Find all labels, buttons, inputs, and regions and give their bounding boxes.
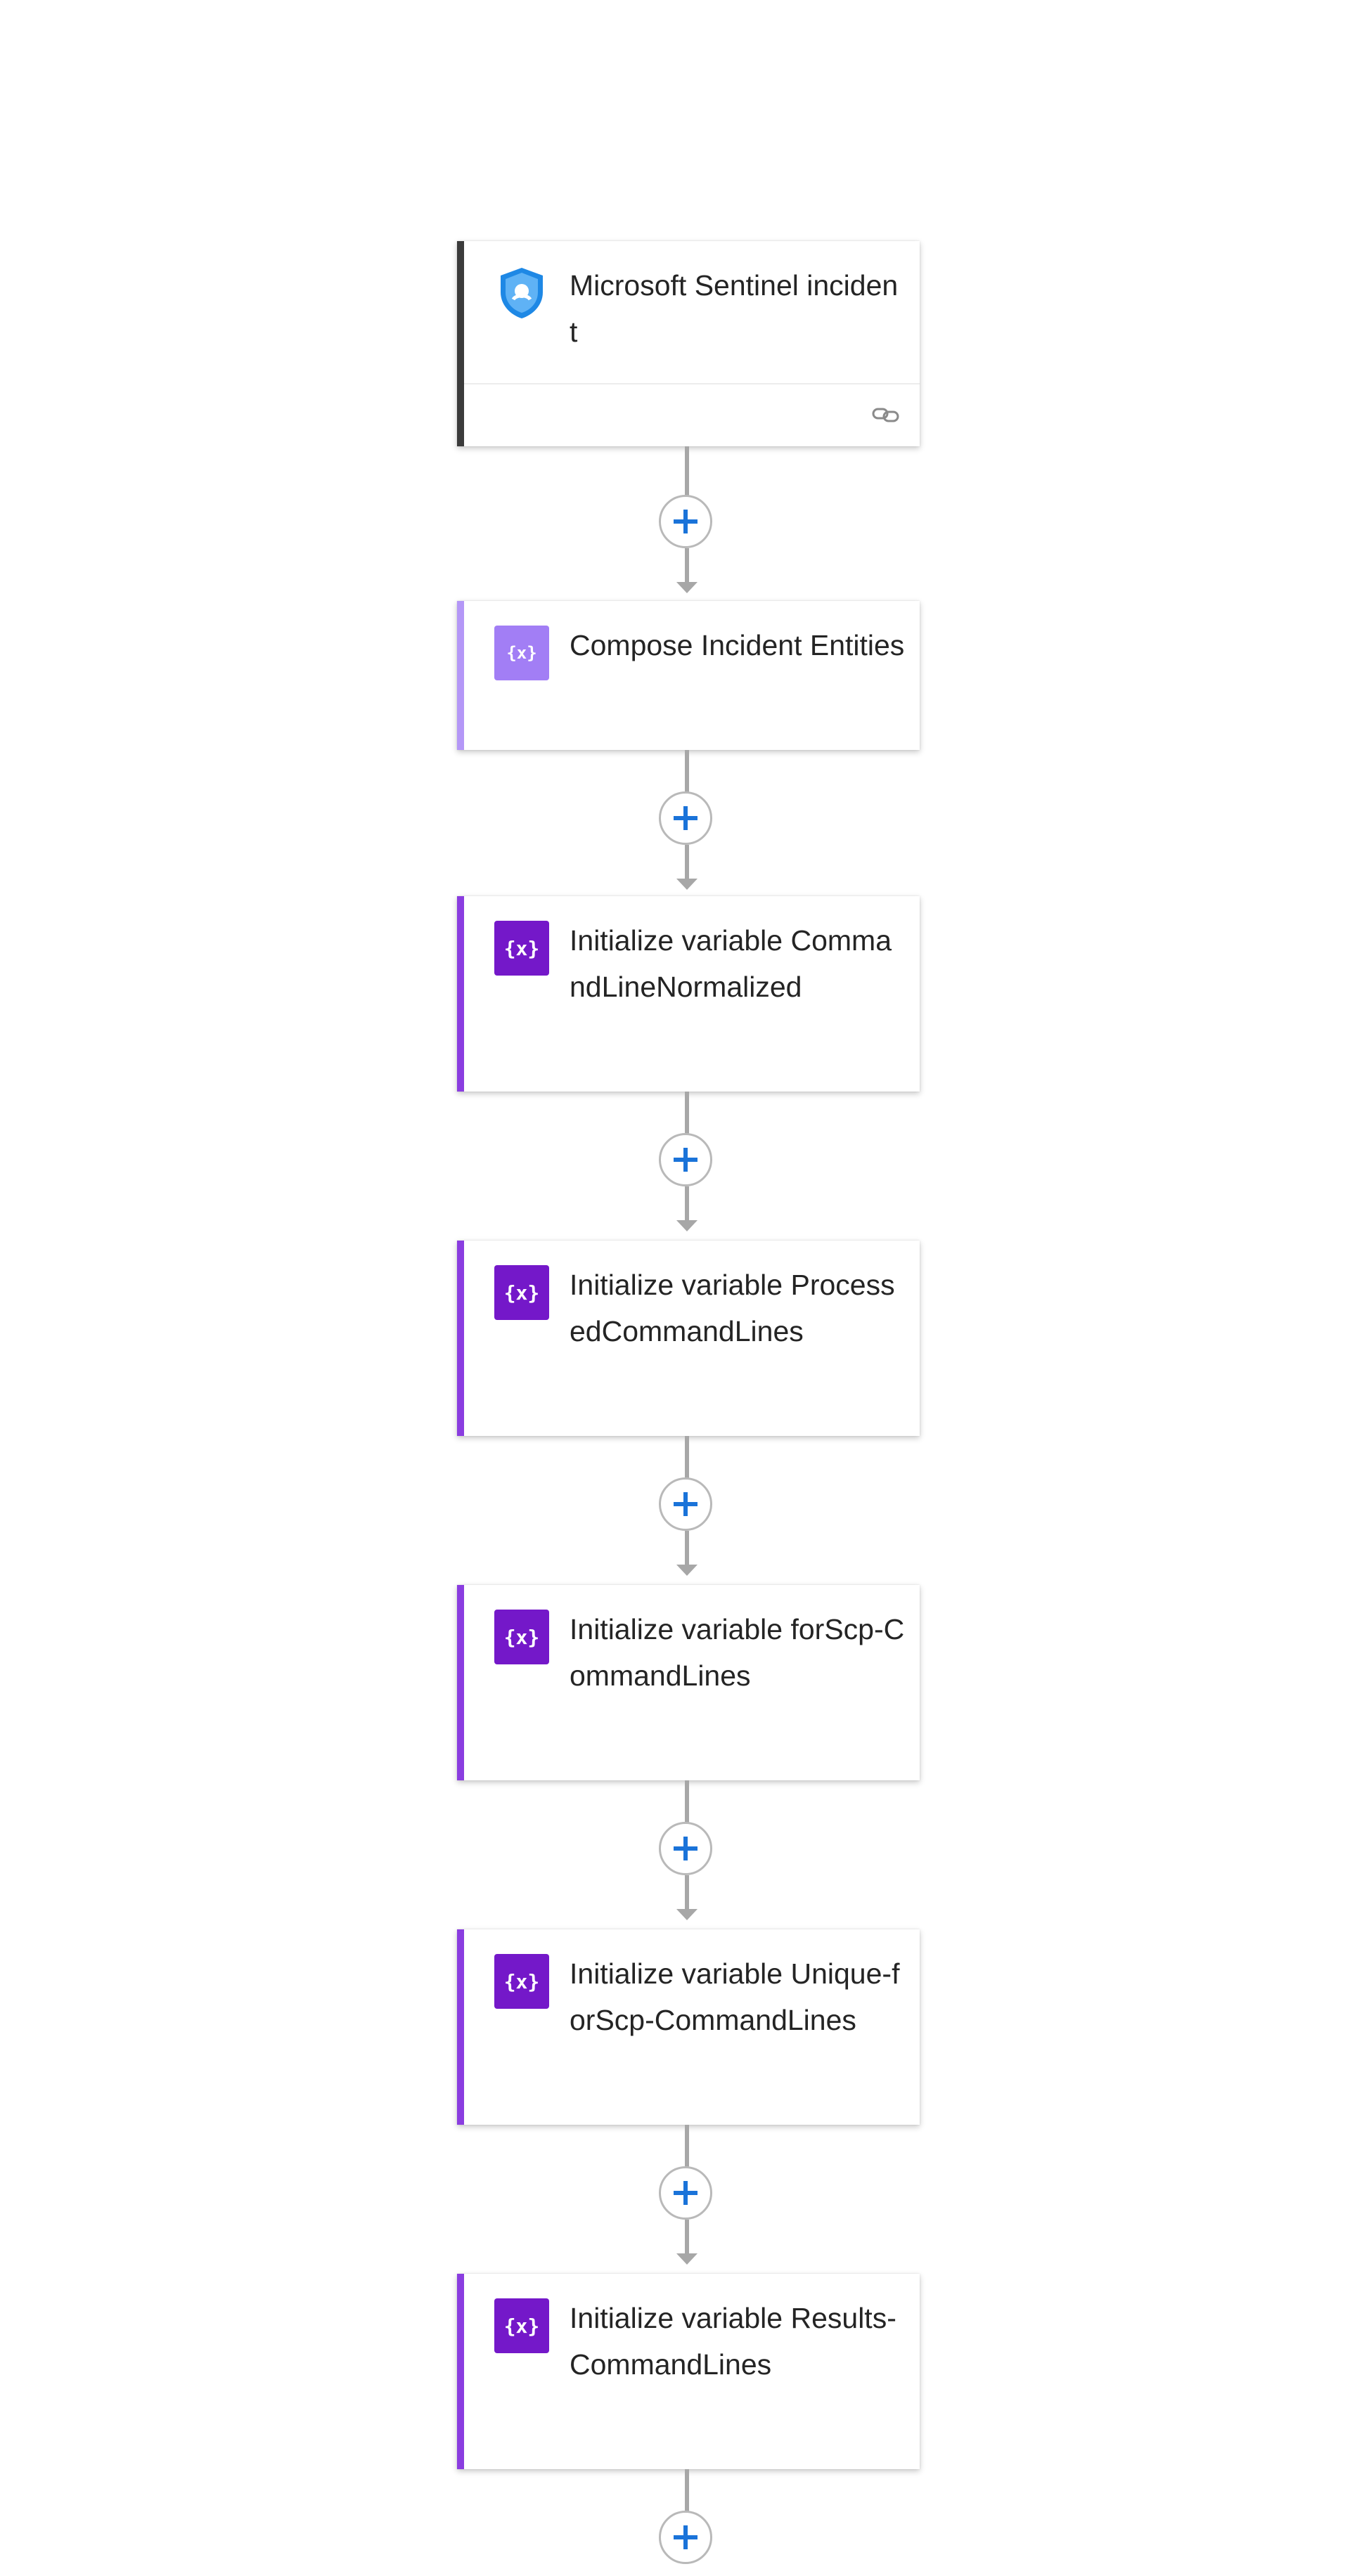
connector-line — [685, 2220, 689, 2253]
variable-icon: {x} — [494, 2298, 549, 2353]
connector-line — [685, 548, 689, 582]
action-card-init-variable[interactable]: {x} Initialize variable Unique-forScp-Co… — [457, 1929, 920, 2125]
action-card-init-variable[interactable]: {x} Initialize variable CommandLineNorma… — [457, 896, 920, 1092]
variable-icon: {x} — [494, 1265, 549, 1320]
add-step-button[interactable] — [659, 791, 712, 845]
card-footer — [464, 383, 920, 446]
variable-icon: {x} — [494, 921, 549, 976]
card-header: {x} Initialize variable Unique-forScp-Co… — [464, 1929, 920, 2043]
add-step-button[interactable] — [659, 2166, 712, 2220]
add-step-button[interactable] — [659, 1477, 712, 1531]
action-card-init-variable[interactable]: {x} Initialize variable Results-CommandL… — [457, 2274, 920, 2469]
compose-icon: {x} — [494, 626, 549, 680]
connector-arrow — [676, 2253, 698, 2265]
card-title: Initialize variable forScp-CommandLines — [570, 1613, 905, 1692]
card-title: Initialize variable ProcessedCommandLine… — [570, 1269, 895, 1347]
connector-line — [685, 845, 689, 879]
connector-arrow — [676, 582, 698, 593]
connector-arrow — [676, 1220, 698, 1231]
add-step-button[interactable] — [659, 1133, 712, 1186]
connector-line — [685, 1780, 689, 1839]
link-icon[interactable] — [872, 404, 900, 425]
card-header: {x} Initialize variable CommandLineNorma… — [464, 896, 920, 1010]
connector-line — [685, 446, 689, 512]
variable-icon: {x} — [494, 1610, 549, 1664]
card-header: Microsoft Sentinel incident — [464, 241, 920, 355]
action-card-compose-incident-entities[interactable]: {x} Compose Incident Entities — [457, 601, 920, 750]
card-title: Initialize variable Results-CommandLines — [570, 2302, 896, 2381]
add-step-button[interactable] — [659, 495, 712, 548]
action-card-init-variable[interactable]: {x} Initialize variable forScp-CommandLi… — [457, 1585, 920, 1780]
card-title: Initialize variable Unique-forScp-Comman… — [570, 1957, 900, 2036]
connector-line — [685, 2469, 689, 2528]
variable-icon: {x} — [494, 1954, 549, 2009]
card-header: {x} Initialize variable forScp-CommandLi… — [464, 1585, 920, 1699]
connector-line — [685, 1092, 689, 1150]
add-step-button[interactable] — [659, 1822, 712, 1875]
trigger-card-sentinel-incident[interactable]: Microsoft Sentinel incident — [457, 241, 920, 446]
card-title: Compose Incident Entities — [570, 629, 905, 661]
connector-line — [685, 2125, 689, 2183]
add-step-button[interactable] — [659, 2511, 712, 2564]
connector-arrow — [676, 1909, 698, 1920]
connector-arrow — [676, 879, 698, 890]
connector-line — [685, 1531, 689, 1565]
card-title: Microsoft Sentinel incident — [570, 269, 899, 348]
connector-line — [685, 1186, 689, 1220]
connector-line — [685, 750, 689, 808]
card-header: {x} Initialize variable Results-CommandL… — [464, 2274, 920, 2388]
card-header: {x} Compose Incident Entities — [464, 601, 920, 680]
connector-line — [685, 1875, 689, 1909]
sentinel-shield-icon — [494, 266, 549, 321]
card-header: {x} Initialize variable ProcessedCommand… — [464, 1241, 920, 1354]
connector-arrow — [676, 1565, 698, 1576]
action-card-init-variable[interactable]: {x} Initialize variable ProcessedCommand… — [457, 1241, 920, 1436]
connector-line — [685, 1436, 689, 1494]
card-title: Initialize variable CommandLineNormalize… — [570, 924, 892, 1003]
